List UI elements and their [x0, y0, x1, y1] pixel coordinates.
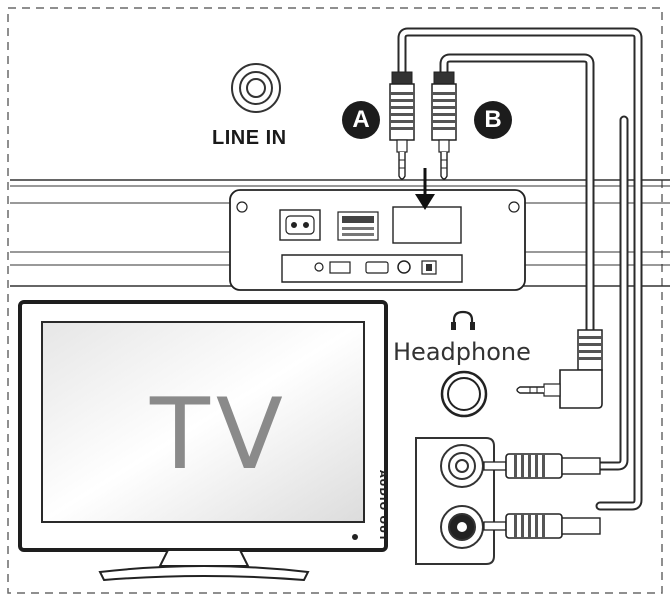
plug-b-badge: B — [474, 101, 512, 139]
audio-out-panel — [415, 437, 495, 565]
cables — [397, 27, 643, 511]
tv-label: TV — [150, 378, 289, 492]
arrow-down-icon — [415, 168, 435, 210]
audio-out-label: AUDIO OUT — [377, 470, 388, 542]
headphone-plug — [516, 329, 603, 409]
headphone-label: Headphone — [393, 338, 531, 366]
headphone-jack — [440, 370, 488, 418]
headphone-icon — [451, 310, 475, 330]
plug-a — [389, 71, 415, 180]
rear-panel — [229, 189, 526, 291]
plug-b — [431, 71, 457, 180]
rca-plug-white — [483, 453, 601, 479]
tv-set — [18, 300, 388, 582]
rca-plug-red — [483, 513, 601, 539]
plug-a-badge: A — [342, 101, 380, 139]
dashed-frame — [7, 7, 663, 594]
line-in-jack-icon — [231, 63, 281, 113]
line-in-label: LINE IN — [212, 127, 287, 149]
